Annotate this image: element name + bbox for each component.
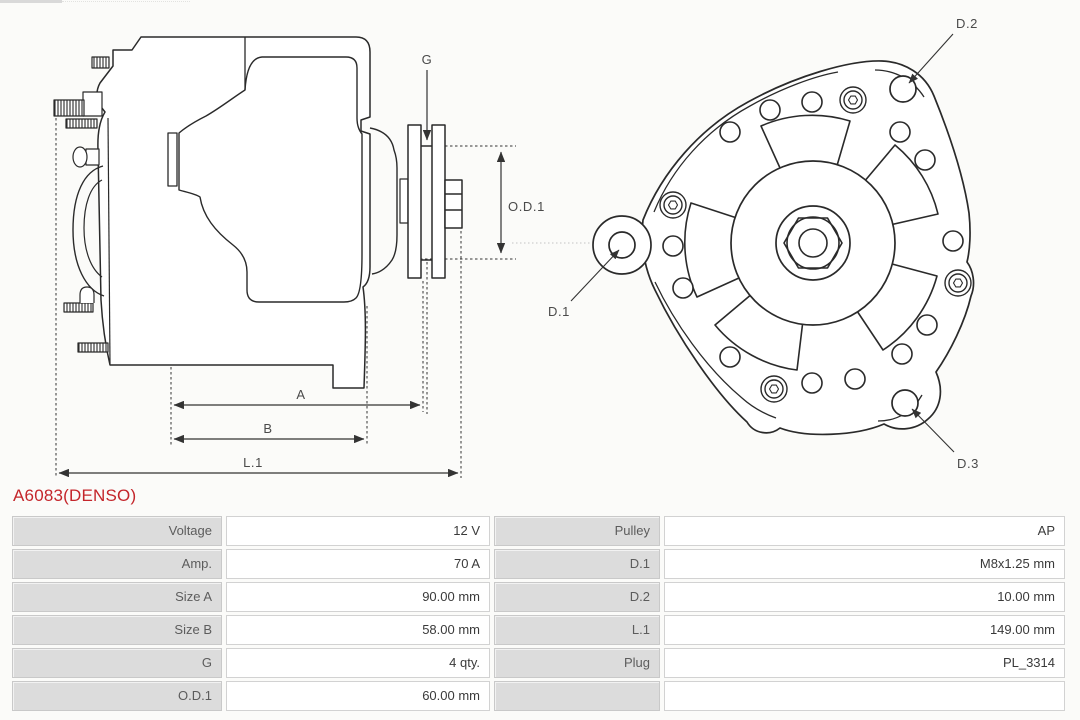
- spec-label: D.1: [494, 549, 660, 579]
- label-od1: O.D.1: [508, 199, 545, 214]
- screw-heads: [659, 86, 972, 403]
- shaft-nose: [369, 127, 398, 275]
- spec-label: D.2: [494, 582, 660, 612]
- label-g: G: [422, 52, 433, 67]
- d2-leader: [908, 33, 954, 84]
- spec-value: 90.00 mm: [226, 582, 490, 612]
- spec-value: 60.00 mm: [226, 681, 490, 711]
- label-dim-l1: L.1: [243, 455, 263, 470]
- part-number-title: A6083(DENSO): [13, 486, 137, 505]
- spec-value: 12 V: [226, 516, 490, 546]
- spec-label: [494, 681, 660, 711]
- side-view-drawing: [53, 36, 516, 478]
- front-view-drawing: [592, 60, 975, 436]
- side-view-labels: G O.D.1 A B L.1: [243, 52, 545, 470]
- pulley: [407, 124, 463, 279]
- rear-housing-inner-edge: [107, 117, 111, 365]
- spec-label: Size A: [12, 582, 222, 612]
- alternator-technical-drawing: G O.D.1 A B L.1: [53, 16, 979, 478]
- spec-value: 58.00 mm: [226, 615, 490, 645]
- mounting-studs: [53, 56, 110, 353]
- vent-holes: [662, 91, 964, 394]
- spec-label: Plug: [494, 648, 660, 678]
- rotor-hub: [730, 160, 896, 326]
- front-view-labels: D.2 D.3 D.1: [548, 16, 979, 471]
- side-view-dimensions: [58, 70, 506, 478]
- spec-value: M8x1.25 mm: [664, 549, 1065, 579]
- spec-value: PL_3314: [664, 648, 1065, 678]
- shaft-collar: [399, 178, 409, 224]
- d3-leader: [911, 408, 955, 453]
- spec-label: Voltage: [12, 516, 222, 546]
- spec-value: 149.00 mm: [664, 615, 1065, 645]
- terminals: [72, 146, 100, 303]
- inner-cast-contour: [178, 56, 363, 303]
- d1-hole: [608, 231, 636, 259]
- spec-value: 70 A: [226, 549, 490, 579]
- spec-label: Amp.: [12, 549, 222, 579]
- specification-table: Voltage 12 V Pulley AP Amp. 70 A D.1 M8x…: [12, 516, 1065, 711]
- d1-leader: [570, 249, 620, 302]
- label-dim-b: B: [263, 421, 272, 436]
- spec-value: [664, 681, 1065, 711]
- spec-value: AP: [664, 516, 1065, 546]
- rear-dome-inner: [83, 179, 103, 278]
- label-d3: D.3: [957, 456, 979, 471]
- spec-value: 10.00 mm: [664, 582, 1065, 612]
- spec-label: Size B: [12, 615, 222, 645]
- spec-label: L.1: [494, 615, 660, 645]
- spec-value: 4 qty.: [226, 648, 490, 678]
- screen-edge-artifact-dots: [62, 1, 190, 2]
- spec-label: G: [12, 648, 222, 678]
- screen-edge-artifact: [0, 0, 62, 3]
- rear-dome: [72, 165, 105, 297]
- label-d2: D.2: [956, 16, 978, 31]
- left-face-plate: [167, 132, 178, 187]
- front-view-leaders: [570, 33, 955, 453]
- spec-label: Pulley: [494, 516, 660, 546]
- spec-label: O.D.1: [12, 681, 222, 711]
- label-dim-a: A: [296, 387, 305, 402]
- d3-hole: [891, 389, 919, 417]
- label-d1: D.1: [548, 304, 570, 319]
